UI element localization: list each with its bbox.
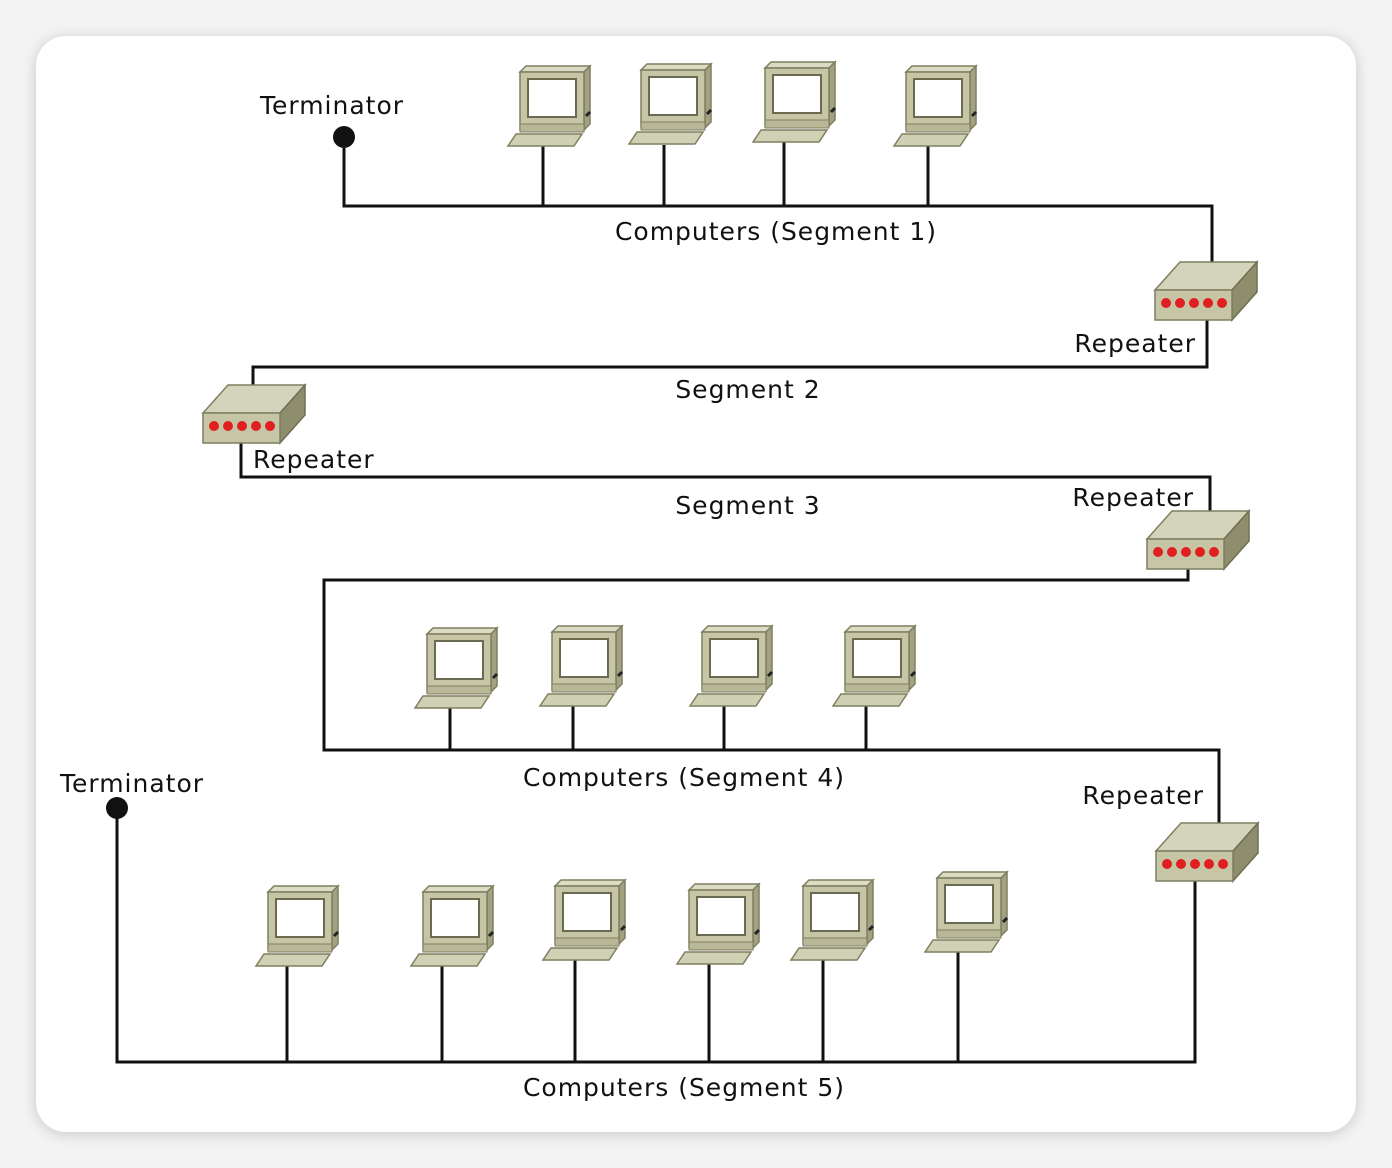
drop-lines <box>285 142 960 1062</box>
segment1-bus <box>342 137 1214 262</box>
computer-icon <box>675 882 761 966</box>
computer-icon <box>923 870 1009 954</box>
segment3-bus <box>239 443 1212 512</box>
terminator-top-icon <box>333 126 355 148</box>
repeater-icon <box>202 384 306 444</box>
repeater-icon <box>1146 510 1250 570</box>
segment1-label: Computers (Segment 1) <box>615 217 937 246</box>
repeater-label: Repeater <box>1072 483 1194 512</box>
computer-icon <box>789 878 875 962</box>
repeater-label: Repeater <box>1082 781 1204 810</box>
repeater-icon <box>1155 822 1259 882</box>
segment4-bus <box>322 568 1221 826</box>
terminator-label: Terminator <box>59 769 204 798</box>
repeater-icon <box>1154 261 1258 321</box>
segment2-label: Segment 2 <box>675 375 820 404</box>
computer-icon <box>541 878 627 962</box>
segment5-label: Computers (Segment 5) <box>523 1073 845 1102</box>
computer-icon <box>688 624 774 708</box>
computer-icon <box>892 64 978 148</box>
computer-icon <box>627 62 713 146</box>
computer-icon <box>254 884 340 968</box>
repeater-label: Repeater <box>1074 329 1196 358</box>
computer-icon <box>831 624 917 708</box>
computer-icon <box>506 64 592 148</box>
segment5-bus <box>115 808 1197 1064</box>
computer-icon <box>413 626 499 710</box>
computer-icon <box>409 884 495 968</box>
segment2-bus <box>251 320 1209 388</box>
terminator-label: Terminator <box>259 91 404 120</box>
segment3-label: Segment 3 <box>675 491 820 520</box>
segment4-label: Computers (Segment 4) <box>523 763 845 792</box>
terminator-bottom-icon <box>106 797 128 819</box>
computer-icon <box>751 60 837 144</box>
computer-icon <box>538 624 624 708</box>
repeater-label: Repeater <box>253 445 375 474</box>
